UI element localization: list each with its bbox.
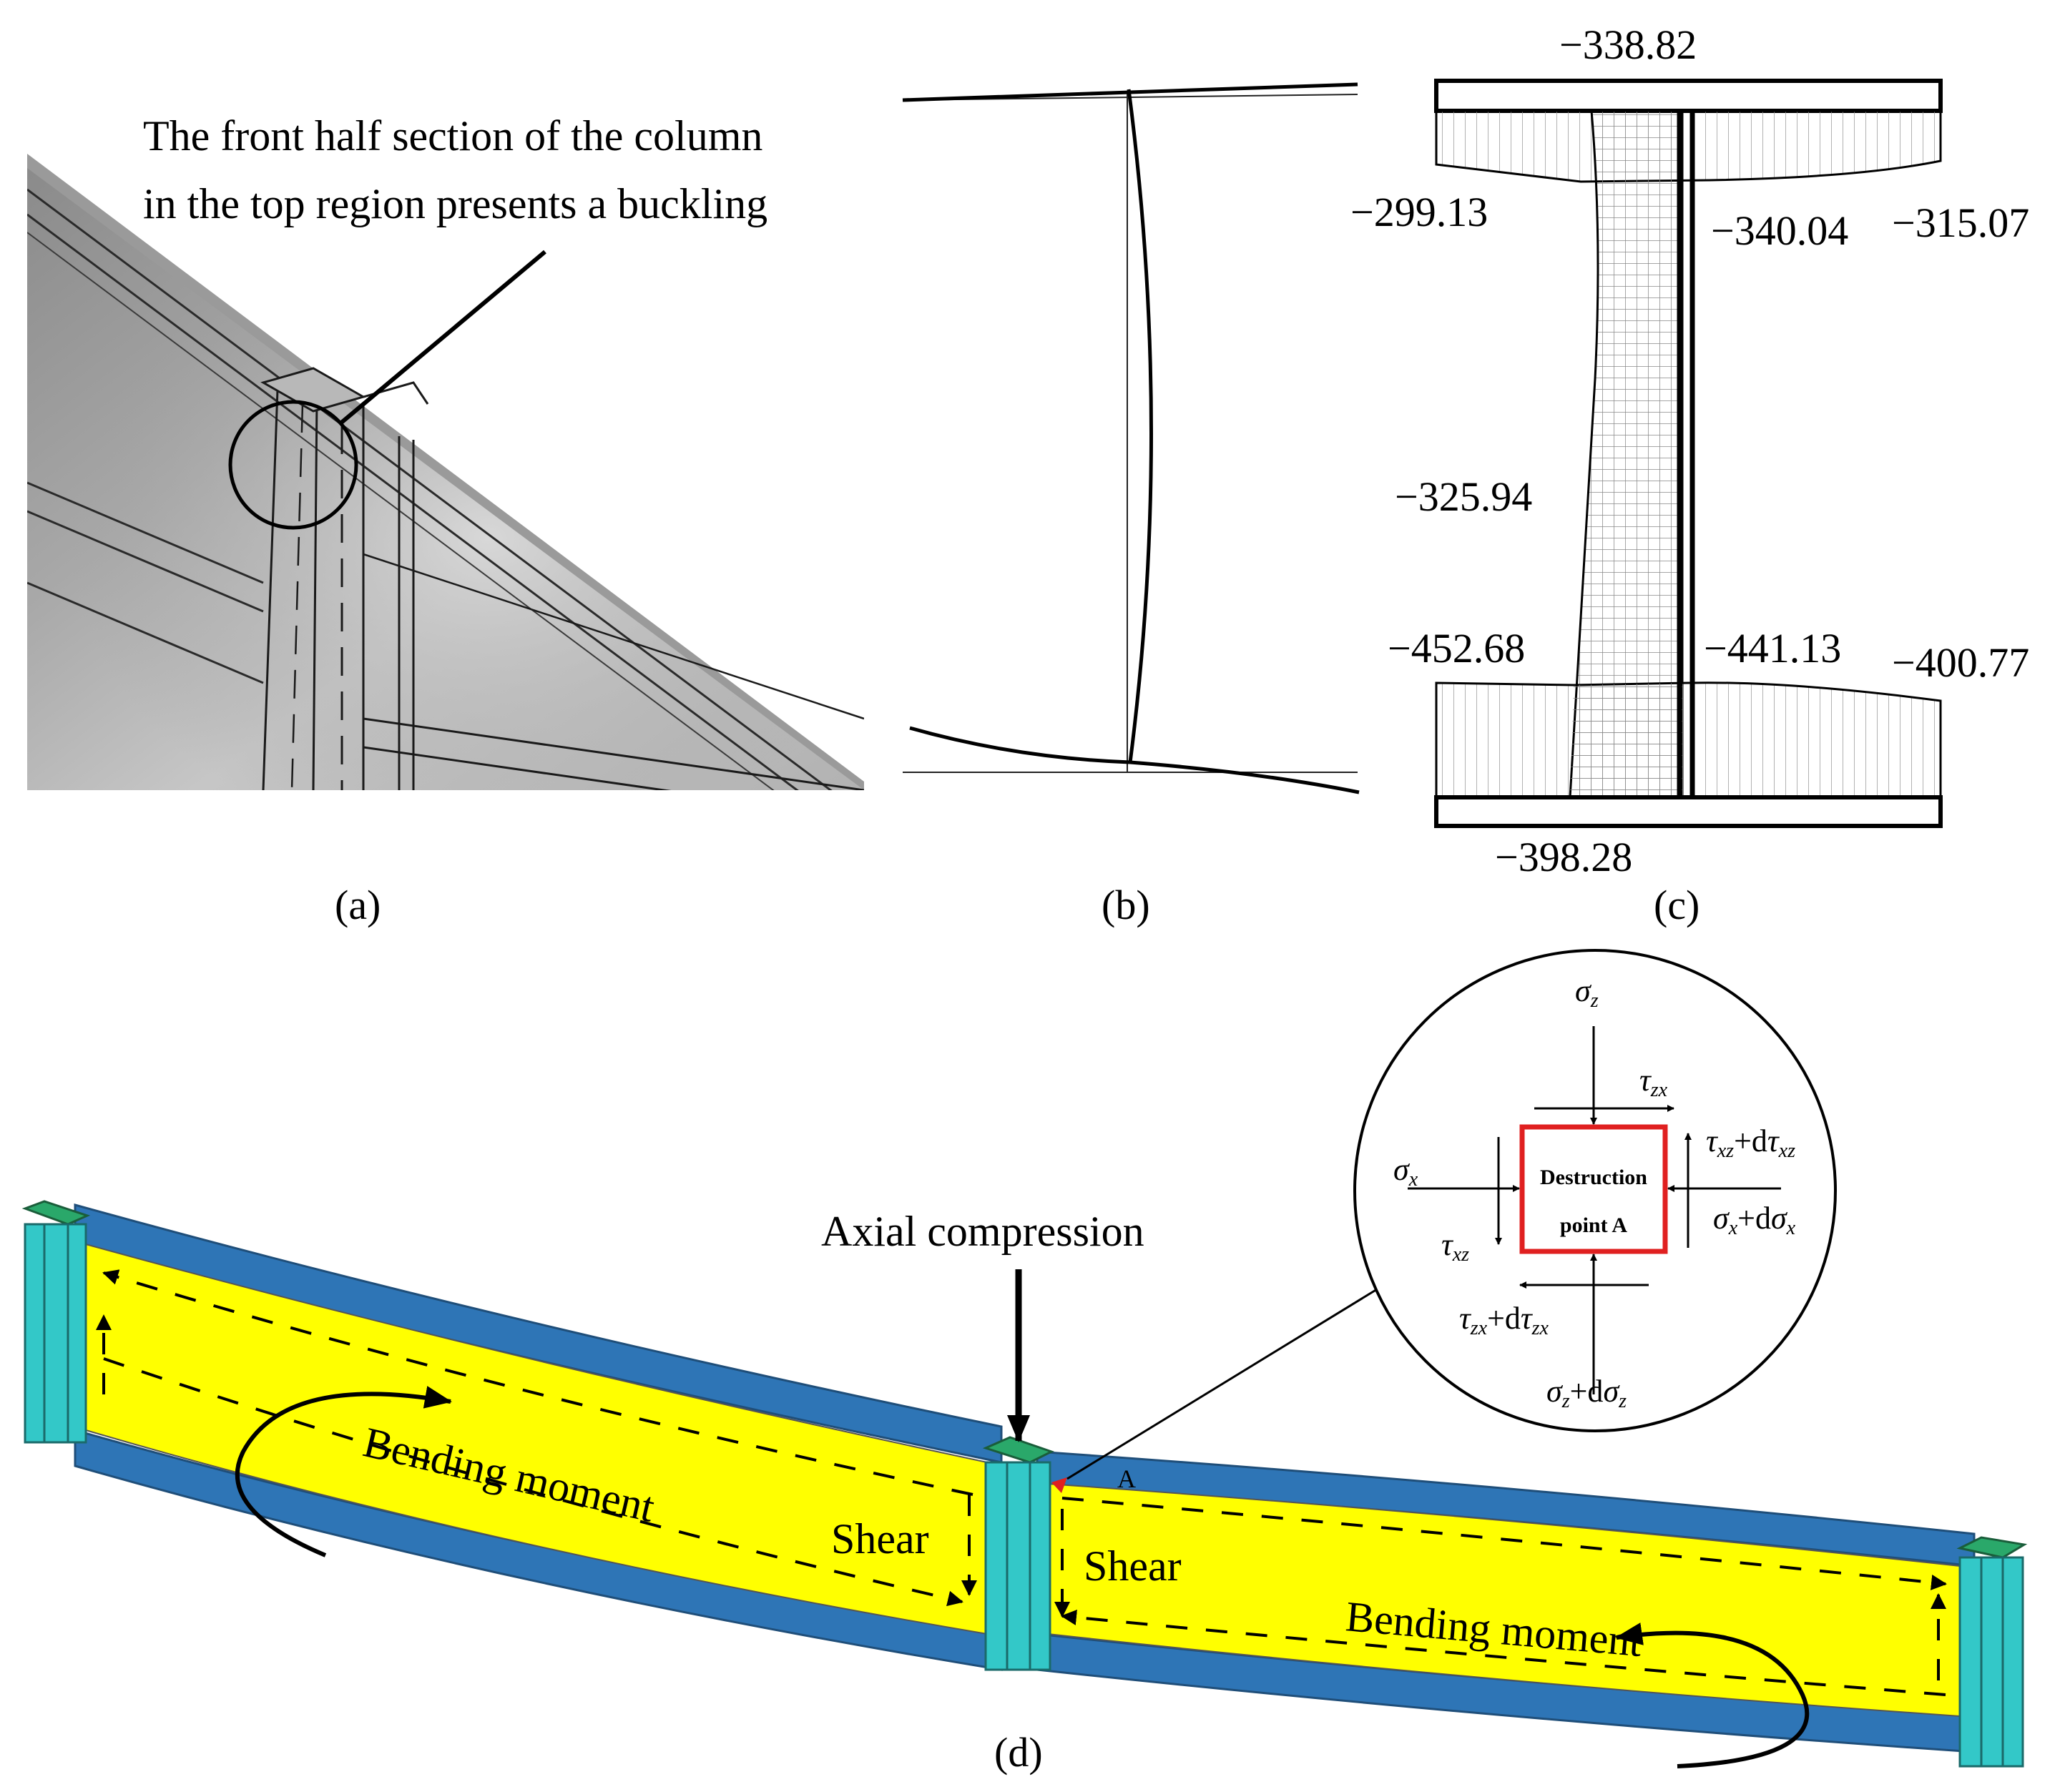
sigma-z-top-symbol: σz — [1575, 973, 1599, 1012]
stress-value-top-right: −315.07 — [1892, 200, 2029, 246]
stress-arrows — [1408, 1026, 1781, 1394]
left-shear-flow — [96, 1269, 977, 1607]
bending-moment-arrow-right — [1615, 1623, 1810, 1768]
panel-a-annotation-line1: The front half section of the column — [143, 112, 762, 159]
annotation-leader-line — [339, 250, 546, 425]
tau-zx-bottom-symbol: τzx+dτzx — [1459, 1301, 1549, 1339]
sigma-x-right-symbol: σx+dσx — [1713, 1201, 1796, 1239]
panel-b: (b) — [902, 82, 1360, 928]
stress-value-bottom-left: −452.68 — [1388, 625, 1525, 671]
sigma-x-left-symbol: σx — [1393, 1152, 1418, 1191]
top-flange-outline — [1434, 79, 1943, 113]
bottom-flange-outline — [1434, 795, 1943, 828]
panel-c-caption: (c) — [1654, 882, 1699, 928]
destruction-label-line2: point A — [1560, 1213, 1628, 1237]
left-column — [21, 1200, 91, 1444]
panel-b-caption: (b) — [1102, 882, 1150, 928]
buckling-highlight-circle — [228, 400, 358, 530]
panel-c: −338.82 −299.13 −340.04 −315.07 −325.94 … — [1350, 21, 2029, 928]
deformed-column — [1127, 89, 1154, 763]
panel-a-caption: (a) — [335, 882, 381, 928]
bottom-flange-stress — [1435, 681, 1942, 799]
destruction-label-line1: Destruction — [1540, 1166, 1647, 1189]
panel-a-render — [27, 154, 864, 790]
panel-a-annotation-line2: in the top region presents a buckling — [143, 180, 767, 227]
shear-label-right: Shear — [1084, 1542, 1182, 1590]
panel-a: The front half section of the column in … — [27, 112, 864, 928]
stress-value-web-right-bottom: −441.13 — [1704, 625, 1841, 671]
middle-column — [982, 1436, 1054, 1671]
sigma-z-bottom-symbol: σz+dσz — [1546, 1374, 1627, 1412]
destruction-point-box — [1519, 1124, 1668, 1254]
destruction-point-marker — [1051, 1477, 1067, 1493]
right-shear-flow — [1054, 1497, 1947, 1696]
top-flange-stress — [1435, 109, 1942, 183]
stress-value-top-center: −338.82 — [1559, 21, 1697, 68]
tau-zx-top-symbol: τzx — [1639, 1063, 1668, 1101]
stress-value-top-left: −299.13 — [1350, 189, 1488, 235]
stress-value-bottom-right: −400.77 — [1892, 639, 2029, 686]
panel-d: Axial compression Bending moment Bending… — [21, 949, 2028, 1776]
tau-xz-right-symbol: τxz+dτxz — [1706, 1123, 1795, 1162]
panel-d-caption: (d) — [994, 1729, 1043, 1776]
stress-value-web-left-mid: −325.94 — [1395, 473, 1532, 520]
point-marker-label: A — [1117, 1464, 1136, 1493]
right-column — [1956, 1536, 2028, 1768]
shear-label-left: Shear — [831, 1515, 929, 1562]
deformed-bottom-beam — [909, 726, 1360, 794]
bending-moment-arrow-left — [235, 1386, 452, 1557]
detail-leader-line — [1066, 1286, 1381, 1480]
stress-value-web-right-top: −340.04 — [1711, 207, 1848, 254]
stress-value-bottom-center: −398.28 — [1495, 834, 1632, 880]
axial-compression-label: Axial compression — [821, 1208, 1144, 1255]
tau-xz-left-symbol: τxz — [1441, 1227, 1469, 1266]
